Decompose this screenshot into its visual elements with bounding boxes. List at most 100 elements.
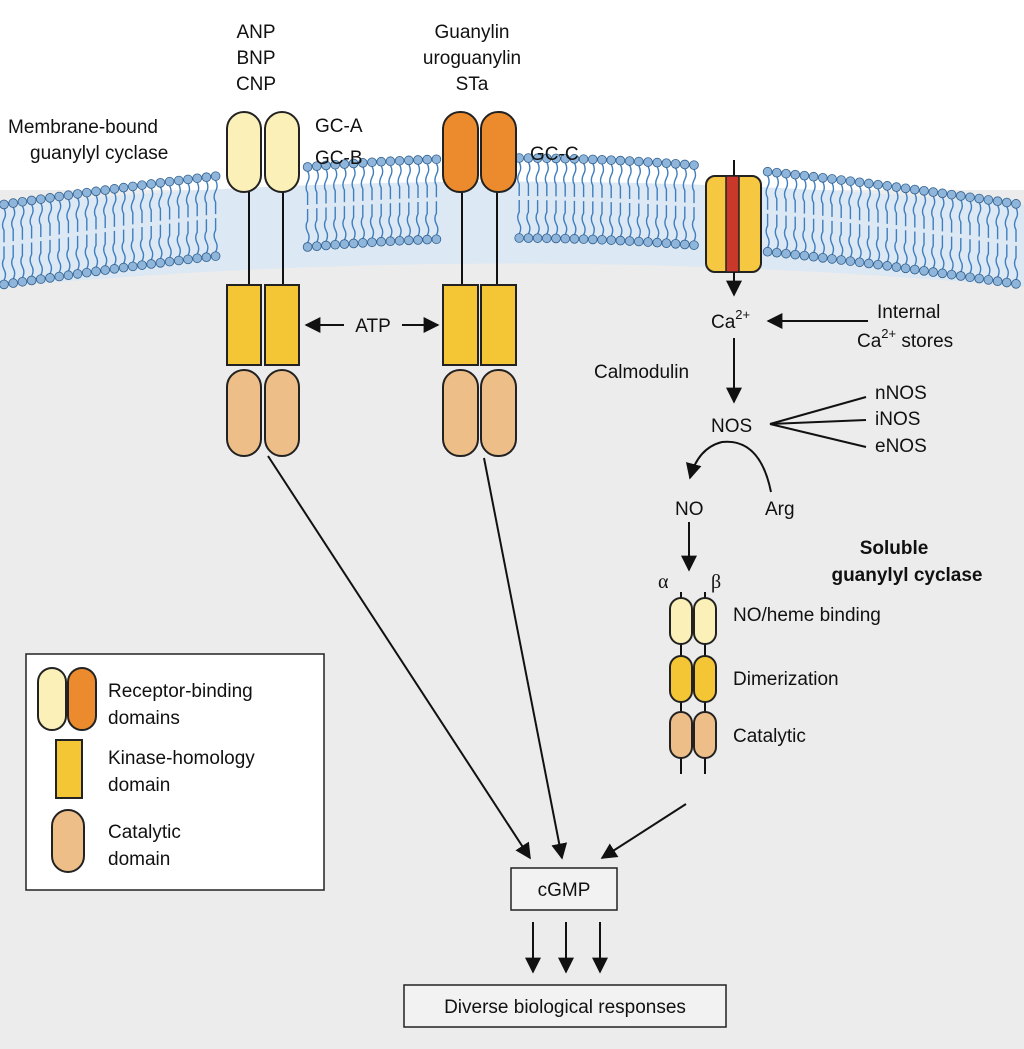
lipid-tail	[213, 179, 218, 253]
lipid-head	[771, 167, 782, 178]
lipid-head	[63, 190, 74, 201]
lipid-head	[72, 189, 83, 199]
lipid-head	[91, 266, 101, 277]
lipid-heads	[0, 153, 1021, 290]
lipid-tail	[912, 193, 917, 266]
lipid-tail	[434, 162, 439, 236]
ligand-anp: ANP	[236, 22, 275, 43]
lipid-head	[367, 237, 377, 248]
lipid-head	[569, 234, 580, 244]
lipid-head	[937, 188, 948, 199]
lipid-head	[210, 171, 221, 181]
lipid-head	[128, 261, 138, 272]
lipid-tails	[1, 161, 1019, 281]
lipid-head	[8, 198, 18, 208]
lipid-head	[137, 180, 147, 190]
lipid-tail	[314, 169, 319, 243]
lipid-head	[762, 246, 773, 257]
lipid-head	[118, 182, 129, 193]
lipid-tail	[20, 205, 25, 279]
lipid-head	[72, 269, 83, 279]
gc-c-label: GC-C	[530, 144, 579, 165]
lipid-head	[17, 196, 28, 207]
lipid-head	[431, 234, 442, 245]
lipid-head	[873, 259, 883, 270]
lipid-tail	[921, 194, 927, 268]
lipid-head	[403, 235, 414, 246]
gc-b-label: GC-B	[315, 148, 363, 169]
lipid-head	[413, 235, 423, 245]
lipid-head	[827, 254, 837, 264]
lipid-head	[799, 170, 810, 181]
legend-kinase-line1: Kinase-homology	[108, 748, 255, 769]
lipid-head	[965, 192, 975, 203]
responses-label: Diverse biological responses	[444, 997, 686, 1018]
lipid-head	[35, 274, 46, 284]
lipid-head	[597, 154, 607, 165]
lipid-head	[974, 193, 984, 204]
lipid-head	[909, 184, 920, 195]
lipid-head	[560, 153, 570, 164]
lipid-tail	[57, 200, 62, 273]
lipid-tail	[866, 187, 871, 260]
lipid-head	[670, 238, 681, 249]
lipid-head	[633, 156, 644, 167]
lipid-tail	[949, 198, 954, 271]
lipid-head	[311, 161, 322, 171]
internal-stores-line1: Internal	[877, 302, 940, 323]
lipid-head	[652, 237, 662, 248]
enos-label: eNOS	[875, 436, 927, 457]
lipid-head	[403, 155, 414, 166]
lipid-tail	[765, 175, 770, 249]
legend-receptor-dark-swatch	[67, 667, 97, 731]
lipid-head	[992, 276, 1003, 286]
calcium-channel	[705, 160, 762, 297]
lipid-tail	[11, 206, 16, 280]
lipid-head	[808, 251, 819, 262]
legend-kinase-line2: domain	[108, 775, 170, 796]
lipid-head	[54, 271, 64, 282]
lipid-tail	[691, 168, 697, 242]
gc-a-label: GC-A	[315, 116, 363, 137]
lipid-head	[210, 251, 221, 261]
nos-label: NOS	[711, 416, 752, 437]
lipid-tail	[425, 163, 430, 236]
lipid-head	[118, 262, 129, 273]
nos-branch-inos	[769, 419, 867, 425]
lipid-head	[201, 172, 212, 182]
lipid-head	[909, 264, 920, 275]
lipid-head	[882, 181, 892, 191]
lipid-head	[551, 233, 561, 244]
legend-catalytic-line1: Catalytic	[108, 822, 181, 843]
lipid-head	[670, 158, 681, 169]
lipid-tail	[397, 164, 402, 238]
ligand-guanylin: Guanylin	[435, 22, 510, 43]
lipid-head	[339, 239, 350, 249]
receptor-gc-c	[442, 111, 517, 457]
lipid-tail	[783, 177, 789, 250]
lipid-head	[192, 253, 203, 264]
lipid-tail	[857, 185, 862, 259]
lipid-head	[606, 235, 616, 245]
lipid-head	[1011, 199, 1021, 209]
lipid-head	[817, 172, 828, 183]
lipid-head	[201, 252, 212, 262]
arg-label: Arg	[765, 499, 795, 520]
lipid-tail	[848, 184, 853, 258]
beta-label: β	[711, 571, 721, 593]
lipid-head	[100, 185, 110, 195]
lipid-head	[983, 195, 994, 205]
lipid-head	[339, 159, 350, 169]
lipid-tail	[1004, 206, 1009, 279]
lipid-head	[376, 156, 387, 167]
lipid-tail	[149, 187, 154, 261]
lipid-head	[302, 242, 313, 252]
lipid-tail	[802, 179, 807, 252]
lipid-head	[661, 238, 672, 248]
lipid-tail	[1, 208, 7, 281]
lipid-head	[560, 233, 570, 244]
nos-branch-nnos	[769, 396, 867, 425]
lipid-tail	[204, 180, 209, 254]
lipid-tail	[885, 189, 890, 263]
